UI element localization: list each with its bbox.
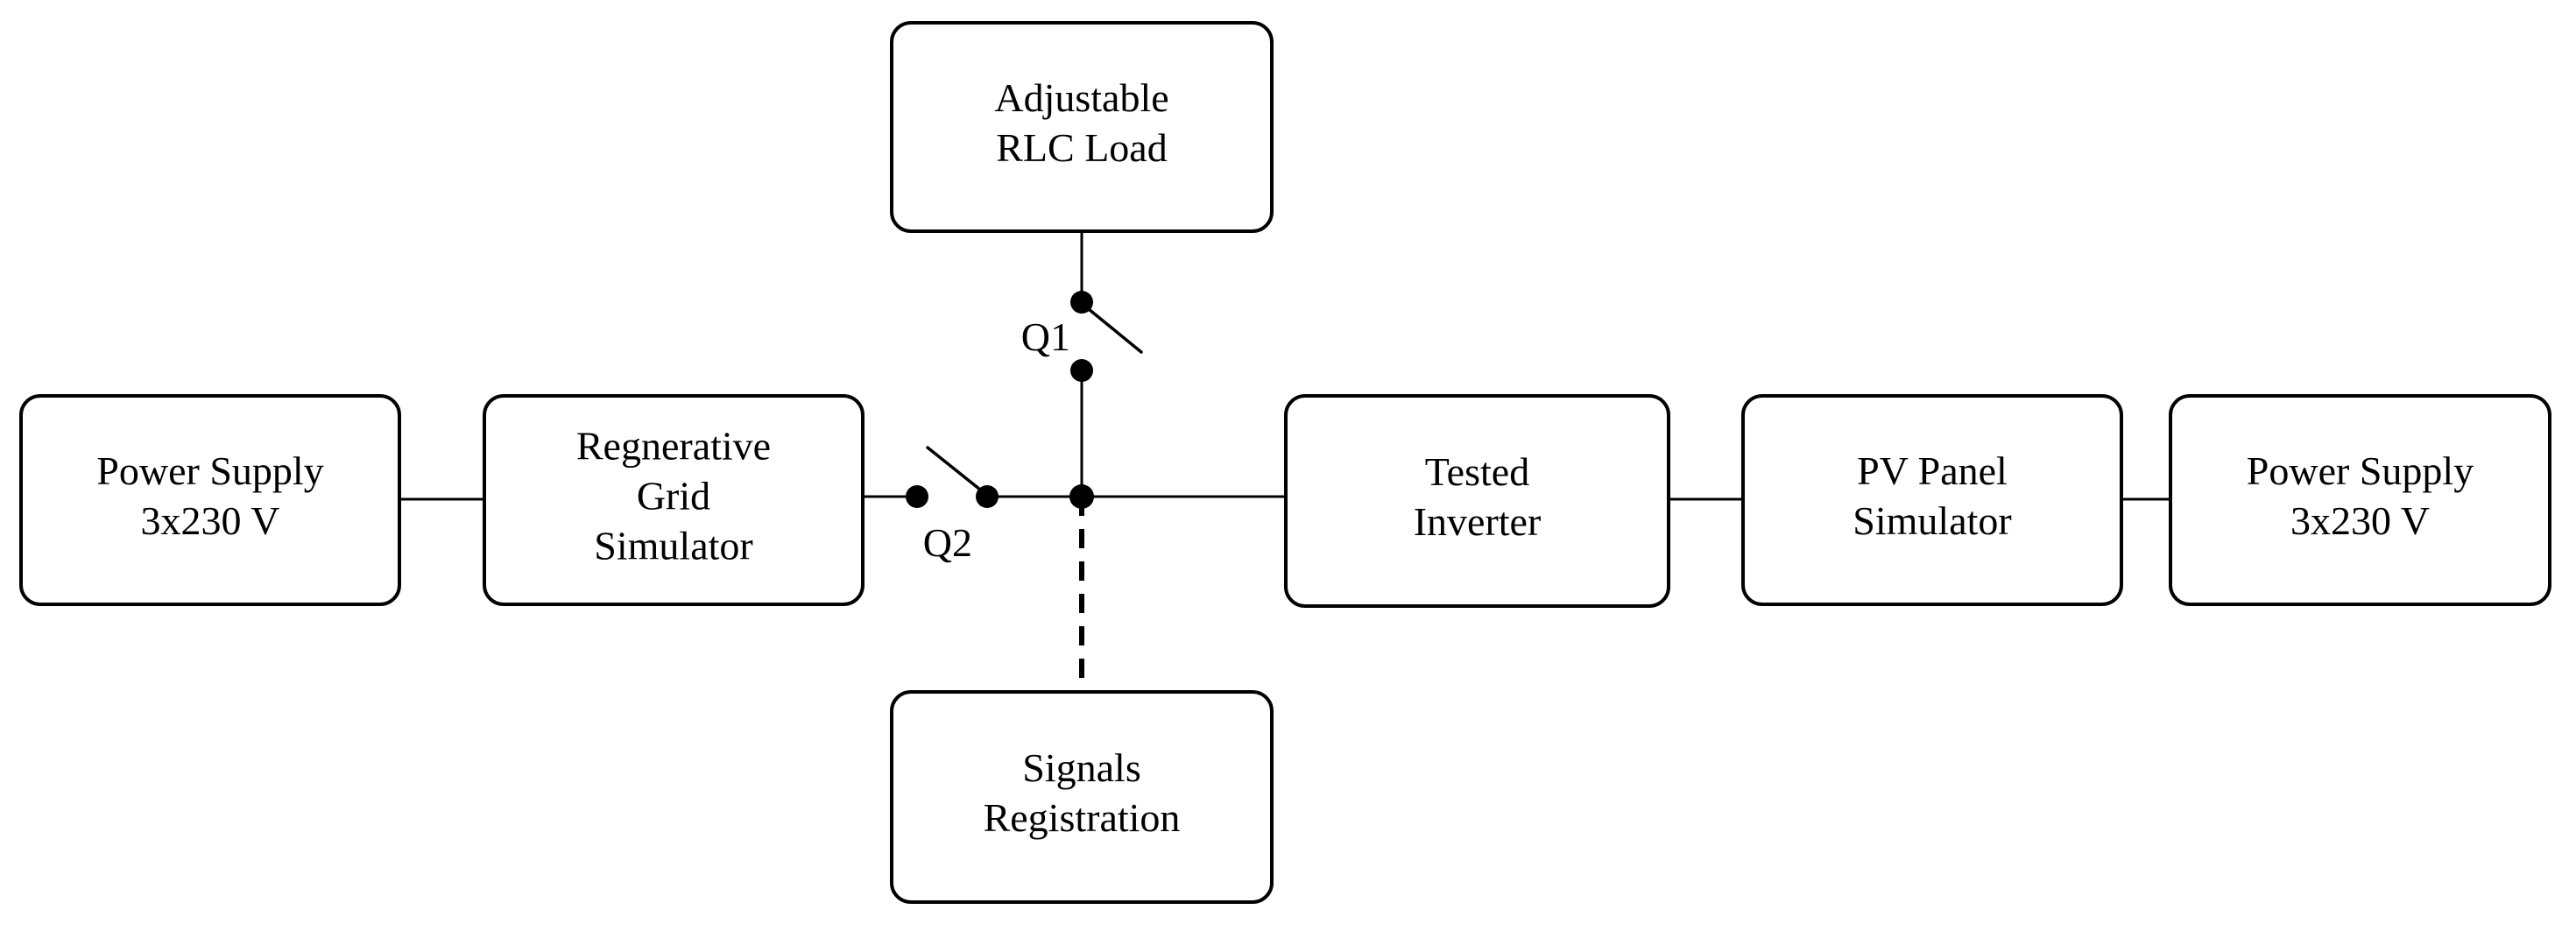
tested-inverter-label-line2: Inverter [1414, 499, 1542, 544]
pv-panel-simulator-rect[interactable] [1741, 394, 2123, 606]
power-supply-left-label-line2: 3x230 V [141, 498, 280, 543]
block-power-supply-left[interactable]: Power Supply 3x230 V [19, 394, 401, 606]
signals-registration-label-line1: Signals [1022, 745, 1140, 790]
wire-layer [399, 231, 2170, 692]
regenerative-grid-simulator-rect[interactable] [483, 394, 865, 606]
regenerative-grid-simulator-label-line1: Regnerative [576, 424, 771, 469]
power-supply-right-label-line2: 3x230 V [2290, 498, 2430, 543]
switch-label-layer: Q1 Q2 [923, 314, 1070, 565]
adjustable-rlc-load-label-line2: RLC Load [996, 125, 1167, 170]
signals-registration-label-line2: Registration [984, 795, 1181, 840]
node-layer [906, 291, 1094, 509]
block-regenerative-grid-simulator[interactable]: Regnerative Grid Simulator [483, 394, 865, 606]
tested-inverter-rect[interactable] [1284, 394, 1670, 608]
pv-panel-simulator-label-line1: PV Panel [1857, 448, 2008, 493]
adjustable-rlc-load-rect[interactable] [890, 21, 1274, 233]
q1-lower-terminal-dot [1070, 359, 1093, 382]
pv-panel-simulator-label-line2: Simulator [1853, 498, 2011, 543]
q1-switch-blade[interactable] [1087, 307, 1143, 354]
block-signals-registration[interactable]: Signals Registration [890, 690, 1274, 904]
tested-inverter-label-line1: Tested [1425, 449, 1529, 494]
power-supply-left-label-line1: Power Supply [96, 448, 323, 493]
signals-registration-rect[interactable] [890, 690, 1274, 904]
block-pv-panel-simulator[interactable]: PV Panel Simulator [1741, 394, 2123, 606]
q2-left-terminal-dot [906, 485, 928, 508]
regenerative-grid-simulator-label-line2: Grid [637, 474, 710, 518]
block-tested-inverter[interactable]: Tested Inverter [1284, 394, 1670, 608]
switch-label-q2: Q2 [923, 520, 972, 565]
block-layer: Power Supply 3x230 V Regnerative Grid Si… [19, 21, 2551, 904]
regenerative-grid-simulator-label-line3: Simulator [594, 524, 752, 568]
main-bus-junction-dot [1069, 484, 1094, 509]
power-supply-left-rect[interactable] [19, 394, 401, 606]
switch-blade-layer [926, 307, 1143, 491]
power-supply-right-rect[interactable] [2169, 394, 2551, 606]
q1-upper-terminal-dot [1070, 291, 1093, 314]
block-adjustable-rlc-load[interactable]: Adjustable RLC Load [890, 21, 1274, 233]
q2-switch-blade[interactable] [926, 446, 982, 491]
power-supply-right-label-line1: Power Supply [2247, 448, 2474, 493]
q2-right-terminal-dot [976, 485, 999, 508]
block-power-supply-right[interactable]: Power Supply 3x230 V [2169, 394, 2551, 606]
adjustable-rlc-load-label-line1: Adjustable [994, 75, 1168, 120]
switch-label-q1: Q1 [1021, 314, 1070, 359]
